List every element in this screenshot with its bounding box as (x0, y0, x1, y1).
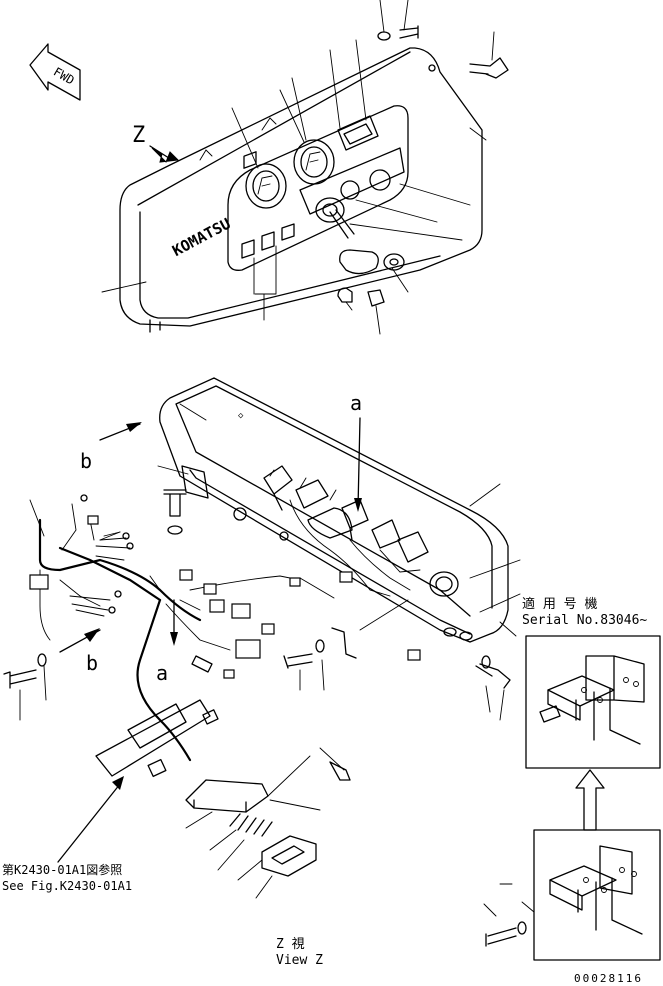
reference-note: 第K2430-01A1図参照 See Fig.K2430-01A1 (2, 862, 132, 893)
fwd-arrow-icon: FWD (29, 43, 81, 101)
z-arrow-label: Z (132, 123, 145, 148)
drawing-number: 00028116 (574, 972, 643, 985)
up-arrow (575, 769, 605, 831)
panel-with-harness: ◇ (3, 377, 521, 899)
view-caption-jp: Z 視 (276, 937, 305, 952)
gauge-left-icon (245, 163, 287, 209)
view-caption-en: View Z (276, 953, 323, 968)
reference-pointer (57, 776, 124, 863)
fwd-label: FWD (51, 65, 77, 88)
detail-inset-lower (483, 829, 661, 961)
callout-b-lower: b (86, 651, 98, 675)
svg-text:◇: ◇ (238, 411, 244, 421)
instrument-panel-top: FWD Z KOMATSU (29, 0, 509, 335)
callout-a-upper: a (350, 391, 362, 415)
view-caption: Z 視 View Z (276, 937, 323, 968)
detail-inset-upper (525, 635, 661, 769)
hour-meter-icon (337, 115, 379, 151)
serial-note-en: Serial No.83046~ (522, 613, 647, 628)
callout-b-upper: b (80, 449, 92, 473)
brand-label: KOMATSU (169, 214, 233, 260)
key-switch-icon (315, 169, 391, 239)
serial-note-jp: 適 用 号 機 (522, 596, 597, 612)
reference-note-jp: 第K2430-01A1図参照 (2, 862, 122, 877)
serial-note: 適 用 号 機 Serial No.83046~ (522, 596, 647, 628)
reference-note-en: See Fig.K2430-01A1 (2, 879, 132, 893)
callout-a-lower: a (156, 661, 168, 685)
gauge-right-icon (293, 139, 335, 185)
z-arrow: Z (132, 123, 180, 163)
